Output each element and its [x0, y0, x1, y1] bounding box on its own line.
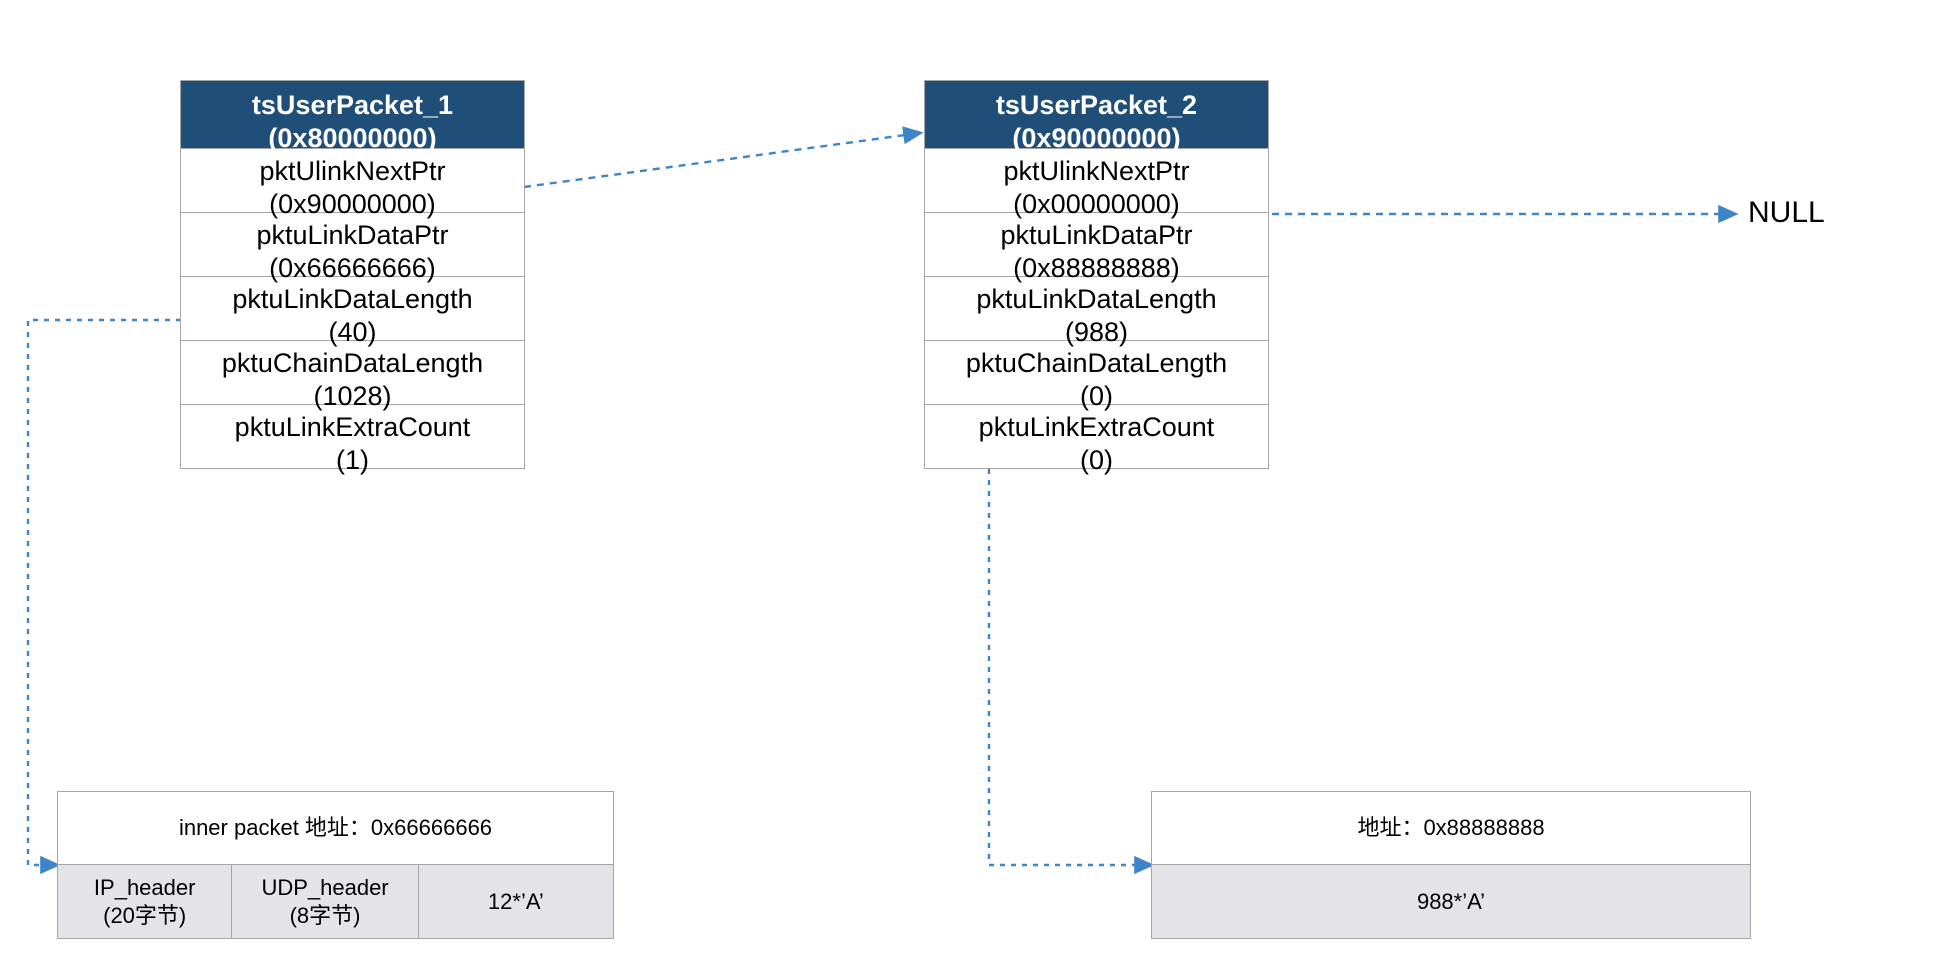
buffer-2-cell-payload: 988*’A’ [1152, 865, 1750, 938]
buffer-1-cells: IP_header (20字节) UDP_header (8字节) 12*’A’ [58, 864, 613, 938]
struct-2-row-2-value: (988) [1064, 317, 1129, 347]
struct-1-row-pktuchaindatalength: pktuChainDataLength (1028) [181, 340, 524, 411]
buffer-2-title: 地址：0x88888888 [1152, 792, 1750, 864]
struct-2-row-pktulinknextptr: pktUlinkNextPtr (0x00000000) [925, 148, 1268, 219]
struct-2-row-1-name: pktuLinkDataPtr [1000, 220, 1193, 250]
struct-2-row-pktulinkdatalength: pktuLinkDataLength (988) [925, 276, 1268, 347]
edge-packet1-next-to-packet2 [523, 126, 924, 189]
buffer-1-cell-ip-header: IP_header (20字节) [58, 865, 233, 938]
struct-tsuserpacket-2: tsUserPacket_2 (0x90000000) pktUlinkNext… [924, 80, 1269, 475]
struct-1-row-4-name: pktuLinkExtraCount [234, 412, 471, 442]
struct-1-row-pktulinkdatalength: pktuLinkDataLength (40) [181, 276, 524, 347]
struct-2-row-pktulinkdataptr: pktuLinkDataPtr (0x88888888) [925, 212, 1268, 283]
struct-1-row-3-value: (1028) [313, 381, 392, 411]
memory-buffer-2: 地址：0x88888888 988*’A’ [1151, 791, 1751, 939]
struct-2-row-2-name: pktuLinkDataLength [976, 284, 1217, 314]
struct-2-row-3-value: (0) [1080, 381, 1113, 411]
struct-2-title: tsUserPacket_2 [995, 90, 1198, 120]
buffer-1-title: inner packet 地址：0x66666666 [58, 792, 613, 864]
buffer-1-cell-2-label: 12*’A’ [487, 888, 544, 914]
buffer-1-cell-1-label: UDP_header [261, 874, 389, 900]
struct-2-header: tsUserPacket_2 (0x90000000) [925, 81, 1268, 153]
null-label: NULL [1748, 196, 1825, 229]
struct-1-header: tsUserPacket_1 (0x80000000) [181, 81, 524, 153]
struct-2-row-0-value: (0x00000000) [1013, 189, 1180, 219]
buffer-1-cell-1-sublabel: (8字节) [289, 902, 361, 928]
buffer-1-cell-0-sublabel: (20字节) [103, 902, 187, 928]
struct-2-row-pktuchaindatalength: pktuChainDataLength (0) [925, 340, 1268, 411]
struct-1-row-2-name: pktuLinkDataLength [232, 284, 473, 314]
struct-1-row-1-value: (0x66666666) [269, 253, 436, 283]
struct-1-row-2-value: (40) [328, 317, 377, 347]
buffer-2-cells: 988*’A’ [1152, 864, 1750, 938]
edge-packet1-data-to-buffer1 [26, 318, 181, 875]
struct-2-row-4-name: pktuLinkExtraCount [978, 412, 1215, 442]
struct-1-row-pktulinkdataptr: pktuLinkDataPtr (0x66666666) [181, 212, 524, 283]
buffer-1-cell-payload: 12*’A’ [418, 865, 613, 938]
struct-2-row-4-value: (0) [1080, 445, 1113, 475]
struct-2-address: (0x90000000) [1012, 123, 1181, 153]
buffer-1-cell-udp-header: UDP_header (8字节) [232, 865, 419, 938]
struct-1-row-0-name: pktUlinkNextPtr [259, 156, 446, 186]
struct-1-row-1-name: pktuLinkDataPtr [256, 220, 449, 250]
struct-2-row-pktulinkextracount: pktuLinkExtraCount (0) [925, 404, 1268, 475]
struct-2-row-1-value: (0x88888888) [1013, 253, 1180, 283]
struct-1-address: (0x80000000) [268, 123, 437, 153]
struct-1-title: tsUserPacket_1 [251, 90, 454, 120]
struct-1-row-4-value: (1) [336, 445, 369, 475]
buffer-1-cell-0-label: IP_header [93, 874, 196, 900]
struct-1-row-0-value: (0x90000000) [269, 189, 436, 219]
buffer-2-cell-0-label: 988*’A’ [1416, 888, 1486, 914]
struct-1-row-pktulinknextptr: pktUlinkNextPtr (0x90000000) [181, 148, 524, 219]
memory-buffer-1: inner packet 地址：0x66666666 IP_header (20… [57, 791, 614, 939]
struct-1-row-pktulinkextracount: pktuLinkExtraCount (1) [181, 404, 524, 475]
struct-tsuserpacket-1: tsUserPacket_1 (0x80000000) pktUlinkNext… [180, 80, 525, 475]
struct-2-row-3-name: pktuChainDataLength [965, 348, 1228, 378]
struct-2-row-0-name: pktUlinkNextPtr [1003, 156, 1190, 186]
struct-1-row-3-name: pktuChainDataLength [221, 348, 484, 378]
